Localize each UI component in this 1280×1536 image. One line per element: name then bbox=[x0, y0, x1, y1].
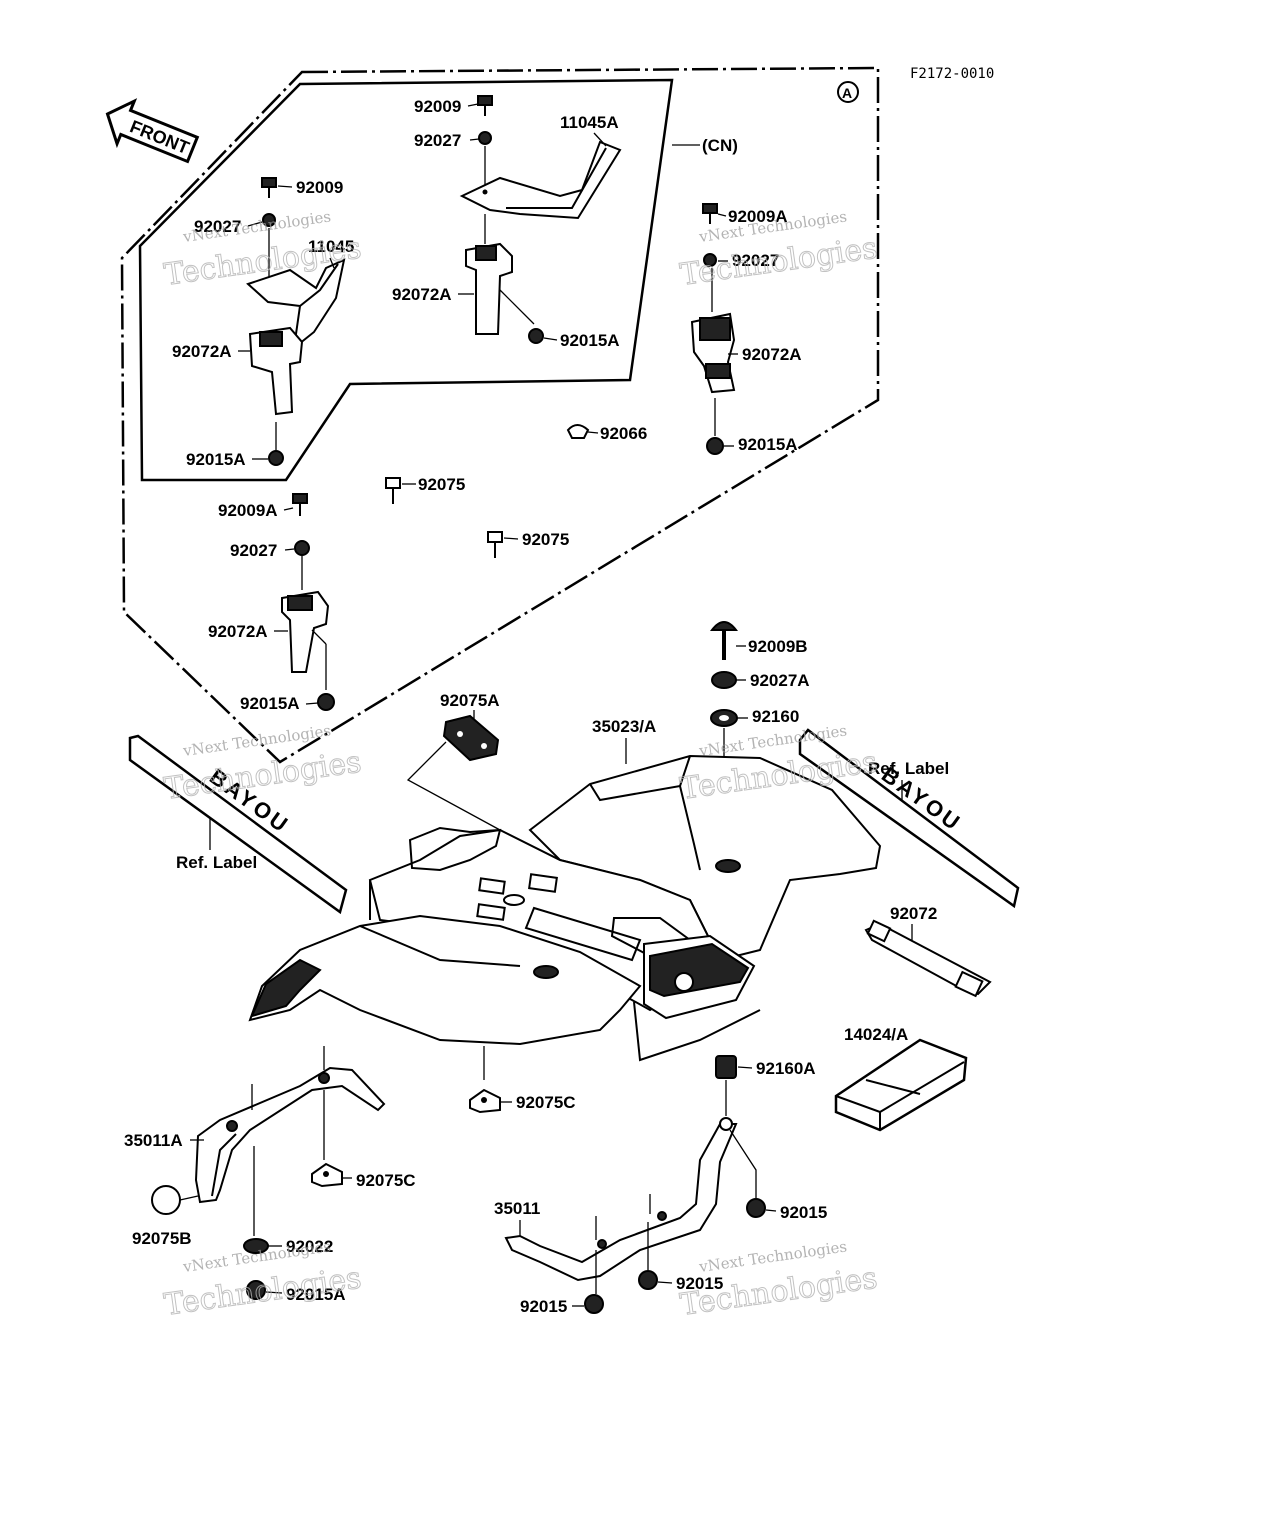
rivet-92075-b bbox=[487, 531, 503, 558]
front-arrow-icon: FRONT bbox=[105, 98, 200, 164]
bracket-35011 bbox=[504, 1117, 738, 1282]
nut-92015-r1 bbox=[746, 1198, 766, 1218]
label-92072a-mid: 92072A bbox=[392, 285, 452, 304]
label-14024a: 14024/A bbox=[844, 1025, 908, 1044]
label-92027-low: 92027 bbox=[230, 541, 277, 560]
rear-fender-35023a bbox=[248, 754, 882, 1062]
label-92072a-left: 92072A bbox=[172, 342, 232, 361]
label-92075c-low: 92075C bbox=[356, 1171, 416, 1190]
label-92072: 92072 bbox=[890, 904, 937, 923]
label-92009-left: 92009 bbox=[296, 178, 343, 197]
nut-92075c-low bbox=[311, 1162, 343, 1188]
label-92015a-right: 92015A bbox=[738, 435, 798, 454]
label-92009-top: 92009 bbox=[414, 97, 461, 116]
washer-92027-top bbox=[478, 131, 492, 145]
watermark-2: vNext Technologies Technologies bbox=[678, 207, 880, 293]
label-92015a-bottom: 92015A bbox=[286, 1285, 346, 1304]
label-92160a: 92160A bbox=[756, 1059, 816, 1078]
label-92015a-left: 92015A bbox=[186, 450, 246, 469]
label-92075-a: 92075 bbox=[418, 475, 465, 494]
washer-92027a bbox=[711, 671, 737, 689]
washer-92027-left bbox=[262, 213, 276, 227]
label-35011a: 35011A bbox=[124, 1131, 183, 1150]
circle-a-marker: A bbox=[837, 81, 859, 103]
grommet-92160a bbox=[715, 1055, 737, 1079]
bolt-92009-top bbox=[477, 95, 493, 116]
label-92015-r2: 92015 bbox=[676, 1274, 723, 1293]
bolt-92009a-right bbox=[702, 203, 718, 224]
nut-92015a-left bbox=[268, 450, 284, 466]
bolt-92009b bbox=[709, 621, 739, 660]
ref-label-right: Ref. Label bbox=[868, 759, 949, 778]
nut-92015-r2 bbox=[638, 1270, 658, 1290]
nut-92015a-right bbox=[706, 437, 724, 455]
nut-92015-r3 bbox=[584, 1294, 604, 1314]
washer-92027-right bbox=[703, 253, 717, 267]
clip-92072a-low bbox=[281, 590, 330, 673]
washer-92027-low bbox=[294, 540, 310, 556]
ref-label-left: Ref. Label bbox=[176, 853, 257, 872]
strap-92072 bbox=[864, 919, 992, 998]
plug-92066 bbox=[566, 424, 590, 439]
rivet-92075-a bbox=[385, 477, 401, 504]
label-92027-top: 92027 bbox=[414, 131, 461, 150]
label-92072a-right: 92072A bbox=[742, 345, 802, 364]
nut-92015a-low bbox=[317, 693, 335, 711]
bracket-35011a bbox=[194, 1066, 386, 1204]
label-92027-right: 92027 bbox=[732, 251, 779, 270]
bracket-11045a bbox=[459, 140, 622, 220]
label-35011: 35011 bbox=[494, 1199, 540, 1218]
label-92015-r3: 92015 bbox=[520, 1297, 567, 1316]
label-92022: 92022 bbox=[286, 1237, 333, 1256]
assembly-boundary-cn bbox=[138, 78, 674, 482]
label-92009b: 92009B bbox=[748, 637, 808, 656]
label-92015a-mid: 92015A bbox=[560, 331, 620, 350]
clip-92072a-right bbox=[690, 312, 736, 394]
label-92075b: 92075B bbox=[132, 1229, 192, 1248]
nut-92015a-mid bbox=[528, 328, 544, 344]
nut-92015a-bottom bbox=[246, 1280, 266, 1300]
label-92160: 92160 bbox=[752, 707, 799, 726]
svg-text:A: A bbox=[842, 85, 852, 101]
assembly-boundary-outer bbox=[120, 66, 880, 764]
clip-92072a-mid bbox=[465, 242, 513, 335]
label-92027a: 92027A bbox=[750, 671, 810, 690]
figure-code: F2172-0010 bbox=[910, 66, 994, 82]
label-92075a: 92075A bbox=[440, 691, 500, 710]
label-92027-left: 92027 bbox=[194, 217, 241, 236]
label-92066: 92066 bbox=[600, 424, 647, 443]
label-92072a-low: 92072A bbox=[208, 622, 268, 641]
nut-92075c-mid bbox=[469, 1088, 501, 1114]
clip-92072a-left bbox=[248, 326, 304, 416]
label-11045: 11045 bbox=[308, 237, 354, 256]
label-92009a-low: 92009A bbox=[218, 501, 278, 520]
cover-14024a bbox=[834, 1038, 968, 1132]
label-92015-r1: 92015 bbox=[780, 1203, 827, 1222]
cn-label: (CN) bbox=[702, 136, 738, 155]
label-92075c-mid: 92075C bbox=[516, 1093, 576, 1112]
label-92075-b: 92075 bbox=[522, 530, 569, 549]
label-92015a-low: 92015A bbox=[240, 694, 300, 713]
bolt-92009a-low bbox=[292, 493, 308, 516]
bolt-92009-left bbox=[261, 177, 277, 198]
bracket-11045 bbox=[246, 258, 346, 351]
label-35023a: 35023/A bbox=[592, 717, 656, 736]
cap-92075b bbox=[151, 1185, 181, 1215]
label-11045a: 11045A bbox=[560, 113, 619, 132]
label-92009a-right: 92009A bbox=[728, 207, 788, 226]
pad-92075a bbox=[442, 714, 500, 762]
